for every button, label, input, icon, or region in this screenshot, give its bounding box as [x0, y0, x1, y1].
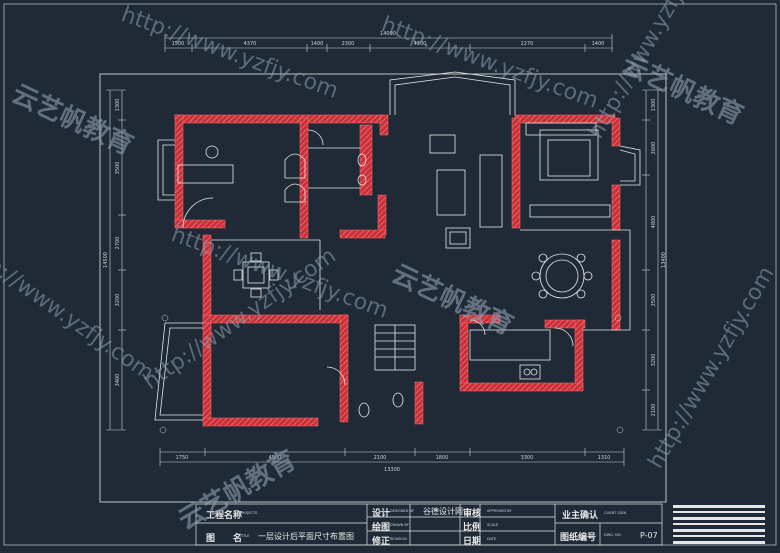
dim-top-2: 4370: [244, 41, 257, 47]
dim-top-4: 2300: [342, 41, 355, 47]
design-label: 设计: [372, 509, 391, 519]
dim-bottom-4: 1800: [436, 455, 449, 461]
dim-top-7: 1400: [592, 41, 605, 47]
dim-left-1: 1300: [115, 99, 121, 112]
dim-right-5: 3200: [651, 354, 657, 367]
dim-left-2: 3500: [115, 162, 121, 175]
drawing-no-label-en: DWG. NO.: [604, 533, 622, 537]
review-label-en: APPROVED BY: [487, 509, 512, 513]
dim-right-1: 1300: [651, 99, 657, 112]
dim-top-total: 14090: [380, 31, 396, 37]
axis-markers: [159, 314, 624, 434]
dim-right-2: 2600: [651, 142, 657, 155]
dim-bottom-3: 2100: [374, 455, 387, 461]
dim-bottom-2: 4500: [269, 455, 282, 461]
dim-top-1: 1500: [172, 41, 185, 47]
dim-right-3: 4800: [651, 216, 657, 229]
design-label-en: DESIGNED BY: [390, 509, 414, 513]
drawing-name: 一层设计后平面尺寸布置图: [258, 532, 354, 541]
client-label-en: CLIENT SIGN: [604, 511, 627, 515]
draw-label-en: DRAWN BY: [390, 523, 409, 527]
project-label-en: PROJECTS: [240, 511, 258, 515]
revise-label: 修正: [372, 537, 391, 547]
dim-bottom-5: 3300: [521, 455, 534, 461]
dim-left-5: 3400: [115, 374, 121, 387]
revise-label-en: REVISION: [390, 537, 407, 541]
scale-label-en: SCALE: [487, 523, 499, 527]
scale-label: 比例: [463, 523, 482, 533]
drawing-number: P-07: [640, 531, 658, 540]
drawing-no-label: 图纸编号: [560, 533, 597, 543]
designer-name: 谷德设计网: [423, 507, 463, 516]
drawing-frame: [99, 73, 667, 503]
review-label: 审核: [463, 509, 482, 519]
dim-top-6: 2270: [521, 41, 534, 47]
dim-top-3: 1400: [311, 41, 324, 47]
title-block-frame: [195, 503, 663, 546]
dim-bottom-6: 1310: [598, 455, 611, 461]
dim-bottom-1: 1750: [176, 455, 189, 461]
dim-right-6: 2100: [651, 404, 657, 417]
room-outlines: [154, 71, 641, 421]
dim-left-4: 3200: [115, 294, 121, 307]
draw-label: 绘图: [372, 523, 391, 533]
dim-bottom-total: 13300: [384, 467, 400, 473]
dim-top-5: 4100: [414, 41, 427, 47]
date-label: 日期: [463, 537, 482, 547]
drawing-label-en: TITLE: [240, 534, 250, 538]
drawing-label: 图 名: [206, 534, 243, 544]
title-block-stripes: [673, 505, 765, 544]
dimension-lines: [106, 34, 662, 466]
client-label: 业主确认: [562, 511, 599, 521]
dim-right-total: 13400: [661, 252, 667, 268]
date-label-en: DATE: [487, 537, 497, 541]
dim-left-3: 2700: [115, 237, 121, 250]
project-label: 工程名称: [206, 511, 243, 521]
dim-left-total: 14500: [103, 252, 109, 268]
dim-right-4: 2500: [651, 294, 657, 307]
